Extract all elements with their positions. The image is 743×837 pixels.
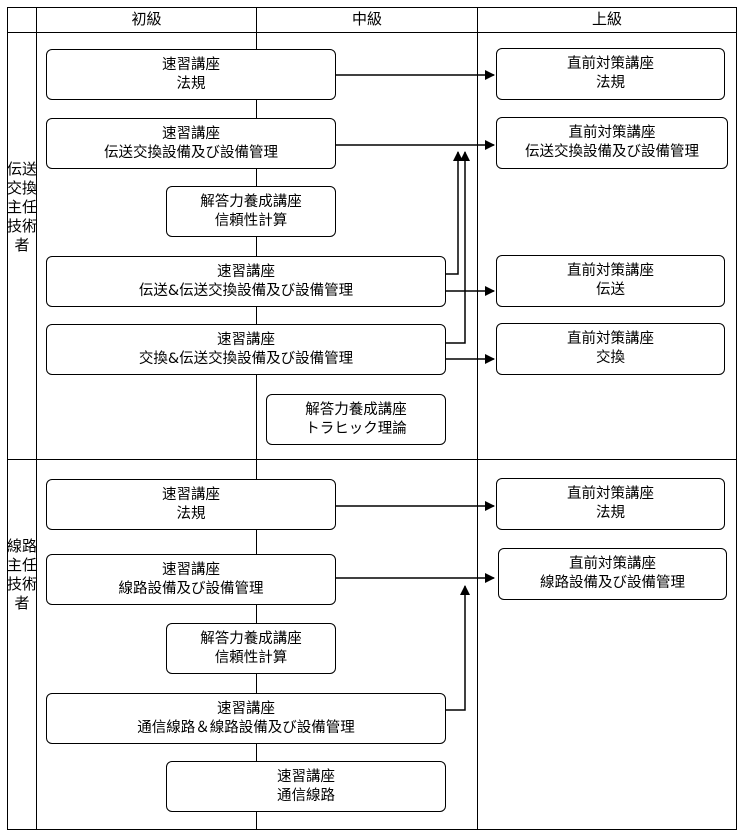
course-box: 速習講座 伝送&伝送交換設備及び設備管理 xyxy=(46,256,446,307)
course-type: 解答力養成講座 xyxy=(200,193,302,210)
connector-comm-line-up xyxy=(446,585,470,711)
section-label-line: 線路主任技術者 xyxy=(7,537,38,612)
course-type: 直前対策講座 xyxy=(567,331,654,347)
course-type: 速習講座 xyxy=(162,56,220,73)
course-subject: 法規 xyxy=(596,75,625,91)
outer-border-left xyxy=(7,7,8,830)
course-type: 速習講座 xyxy=(162,125,220,142)
course-type: 直前対策講座 xyxy=(567,486,654,502)
connector-transmission-up xyxy=(446,151,463,275)
course-subject: 線路設備及び設備管理 xyxy=(540,575,685,591)
course-type: 解答力養成講座 xyxy=(200,630,302,647)
column-divider-2 xyxy=(477,7,478,830)
course-box: 速習講座 線路設備及び設備管理 xyxy=(46,554,336,605)
course-subject: 通信線路 xyxy=(277,787,335,804)
course-box: 速習講座 通信線路＆線路設備及び設備管理 xyxy=(46,693,446,744)
outer-border-top xyxy=(7,7,737,8)
course-type: 直前対策講座 xyxy=(567,263,654,279)
header-beginner: 初級 xyxy=(131,10,162,28)
course-box: 速習講座 通信線路 xyxy=(166,761,446,812)
course-subject: 法規 xyxy=(176,505,206,522)
course-subject: 伝送交換設備及び設備管理 xyxy=(525,144,699,160)
outer-border-right xyxy=(736,7,737,830)
course-box: 解答力養成講座 信頼性計算 xyxy=(166,623,336,674)
course-type: 解答力養成講座 xyxy=(305,401,407,418)
course-type: 速習講座 xyxy=(217,263,275,280)
course-type: 速習講座 xyxy=(162,486,220,503)
course-subject: 法規 xyxy=(596,505,625,521)
course-type: 速習講座 xyxy=(277,768,335,785)
course-type: 速習講座 xyxy=(217,331,275,348)
outer-border-bottom xyxy=(7,829,737,830)
course-type: 速習講座 xyxy=(217,700,275,717)
target-box: 直前対策講座 伝送 xyxy=(496,255,725,307)
course-box: 解答力養成講座 信頼性計算 xyxy=(166,186,336,237)
section-divider xyxy=(7,459,737,460)
course-box: 速習講座 法規 xyxy=(46,49,336,100)
column-divider-1 xyxy=(256,7,257,830)
target-box: 直前対策講座 線路設備及び設備管理 xyxy=(498,548,727,600)
course-subject: 線路設備及び設備管理 xyxy=(118,580,264,597)
course-box: 速習講座 交換&伝送交換設備及び設備管理 xyxy=(46,324,446,375)
target-box: 直前対策講座 伝送交換設備及び設備管理 xyxy=(496,117,728,169)
target-box: 直前対策講座 法規 xyxy=(496,48,725,100)
label-column-divider xyxy=(36,7,37,830)
header-intermediate: 中級 xyxy=(351,10,382,28)
course-type: 速習講座 xyxy=(162,561,220,578)
section-label-transmission: 伝送交換主任技術者 xyxy=(7,160,38,254)
course-subject: トラヒック理論 xyxy=(305,420,407,437)
course-subject: 交換&伝送交換設備及び設備管理 xyxy=(138,350,354,367)
connector-switching-up xyxy=(446,151,470,344)
course-box: 解答力養成講座 トラヒック理論 xyxy=(266,394,446,445)
course-subject: 伝送&伝送交換設備及び設備管理 xyxy=(138,282,354,299)
header-advanced: 上級 xyxy=(591,10,622,28)
course-subject: 通信線路＆線路設備及び設備管理 xyxy=(137,719,355,736)
course-subject: 信頼性計算 xyxy=(214,212,288,229)
header-divider xyxy=(7,32,737,33)
course-subject: 伝送 xyxy=(596,282,625,298)
course-subject: 法規 xyxy=(176,75,206,92)
course-subject: 信頼性計算 xyxy=(214,649,288,666)
target-box: 直前対策講座 法規 xyxy=(496,478,725,530)
course-subject: 交換 xyxy=(596,350,625,366)
course-box: 速習講座 法規 xyxy=(46,479,336,530)
target-box: 直前対策講座 交換 xyxy=(496,323,725,375)
course-type: 直前対策講座 xyxy=(569,556,656,572)
course-type: 直前対策講座 xyxy=(568,125,656,141)
course-subject: 伝送交換設備及び設備管理 xyxy=(104,144,278,161)
course-box: 速習講座 伝送交換設備及び設備管理 xyxy=(46,118,336,169)
course-type: 直前対策講座 xyxy=(567,56,654,72)
